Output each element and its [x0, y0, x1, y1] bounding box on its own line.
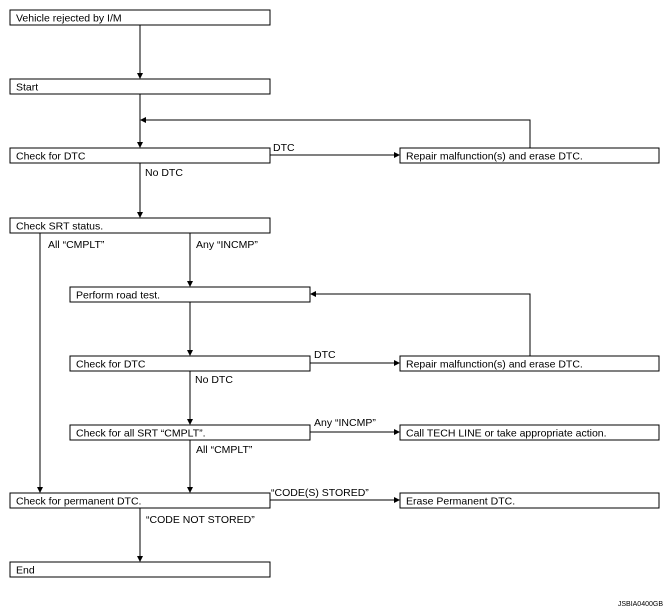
- label-all-cmplt-1: All “CMPLT”: [48, 239, 105, 251]
- arrow-dtc-to-repair-1: [270, 152, 400, 158]
- box-road-test: Perform road test.: [69, 286, 311, 303]
- box-end: End: [9, 561, 271, 578]
- box-start: Start: [9, 78, 271, 95]
- box-check-srt: Check SRT status.: [9, 217, 271, 234]
- label-no-dtc-2: No DTC: [195, 374, 233, 386]
- arrow-all-cmplt-to-permanent-2: [187, 440, 193, 493]
- arrow-code-not-stored-to-end: [137, 508, 143, 562]
- arrow-no-dtc-to-check-srt: [137, 163, 143, 218]
- box-repair-2: Repair malfunction(s) and erase DTC.: [399, 355, 660, 372]
- box-erase-permanent-dtc-label: Erase Permanent DTC.: [406, 496, 515, 508]
- box-check-dtc-1-label: Check for DTC: [16, 151, 86, 163]
- box-road-test-label: Perform road test.: [76, 290, 160, 302]
- box-check-permanent-dtc: Check for permanent DTC.: [9, 492, 271, 509]
- label-any-incmp-1: Any “INCMP”: [196, 239, 258, 251]
- label-all-cmplt-2: All “CMPLT”: [196, 444, 253, 456]
- box-check-all-srt: Check for all SRT “CMPLT”.: [69, 424, 311, 441]
- arrow-all-cmplt-to-permanent: [37, 233, 43, 493]
- arrow-codes-stored-to-erase: [270, 497, 400, 503]
- box-check-dtc-2-label: Check for DTC: [76, 359, 146, 371]
- label-no-dtc-1: No DTC: [145, 167, 183, 179]
- arrow-loop-repair-2: [310, 291, 531, 356]
- box-repair-1-label: Repair malfunction(s) and erase DTC.: [406, 151, 583, 163]
- label-any-incmp-2: Any “INCMP”: [314, 417, 376, 429]
- box-repair-2-label: Repair malfunction(s) and erase DTC.: [406, 359, 583, 371]
- label-codes-stored: “CODE(S) STORED”: [271, 487, 369, 499]
- box-vehicle-rejected: Vehicle rejected by I/M: [9, 9, 271, 26]
- arrow-loop-repair-1: [140, 117, 531, 148]
- label-dtc-1: DTC: [273, 142, 295, 154]
- arrow-start-to-check-dtc: [137, 94, 143, 148]
- box-start-label: Start: [16, 82, 38, 94]
- arrow-rejected-to-start: [137, 25, 143, 79]
- box-check-dtc-2: Check for DTC: [69, 355, 311, 372]
- arrow-no-dtc-to-check-all-srt: [187, 371, 193, 425]
- figure-code: JSBIA0400GB: [618, 601, 663, 608]
- box-end-label: End: [16, 565, 35, 577]
- box-check-permanent-dtc-label: Check for permanent DTC.: [16, 496, 141, 508]
- label-code-not-stored: “CODE NOT STORED”: [146, 514, 255, 526]
- arrow-any-incmp-to-tech-line: [310, 429, 400, 435]
- box-check-all-srt-label: Check for all SRT “CMPLT”.: [76, 428, 206, 440]
- arrow-any-incmp-to-road-test: [187, 233, 193, 287]
- arrow-dtc-to-repair-2: [310, 360, 400, 366]
- arrow-road-test-to-check-dtc-2: [187, 302, 193, 356]
- box-vehicle-rejected-label: Vehicle rejected by I/M: [16, 13, 122, 25]
- box-erase-permanent-dtc: Erase Permanent DTC.: [399, 492, 660, 509]
- box-check-dtc-1: Check for DTC: [9, 147, 271, 164]
- label-dtc-2: DTC: [314, 349, 336, 361]
- box-repair-1: Repair malfunction(s) and erase DTC.: [399, 147, 660, 164]
- box-tech-line-label: Call TECH LINE or take appropriate actio…: [406, 428, 607, 440]
- box-tech-line: Call TECH LINE or take appropriate actio…: [399, 424, 660, 441]
- box-check-srt-label: Check SRT status.: [16, 221, 103, 233]
